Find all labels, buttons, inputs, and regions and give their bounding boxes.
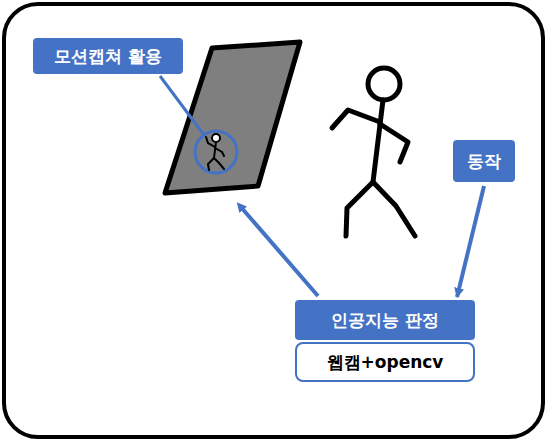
outer-frame [4,4,543,437]
arrow-to-screen [240,206,318,296]
flow-arrow [457,186,484,297]
box-label: 모션캡쳐 활용 [54,45,162,68]
screen [165,42,300,193]
stick-figure [332,68,415,236]
callout-box: 모션캡쳐 활용 [33,38,183,74]
process-box: 인공지능 판정 [295,300,475,340]
box-label: 인공지능 판정 [331,309,439,332]
small-figure [206,134,224,170]
action-box: 동작 [453,140,515,182]
tool-box: 웹캠+opencv [295,342,475,382]
box-label: 웹캠+opencv [327,351,444,374]
box-label: 동작 [467,150,501,173]
highlight-circle [195,131,237,173]
leader-line [160,76,204,135]
